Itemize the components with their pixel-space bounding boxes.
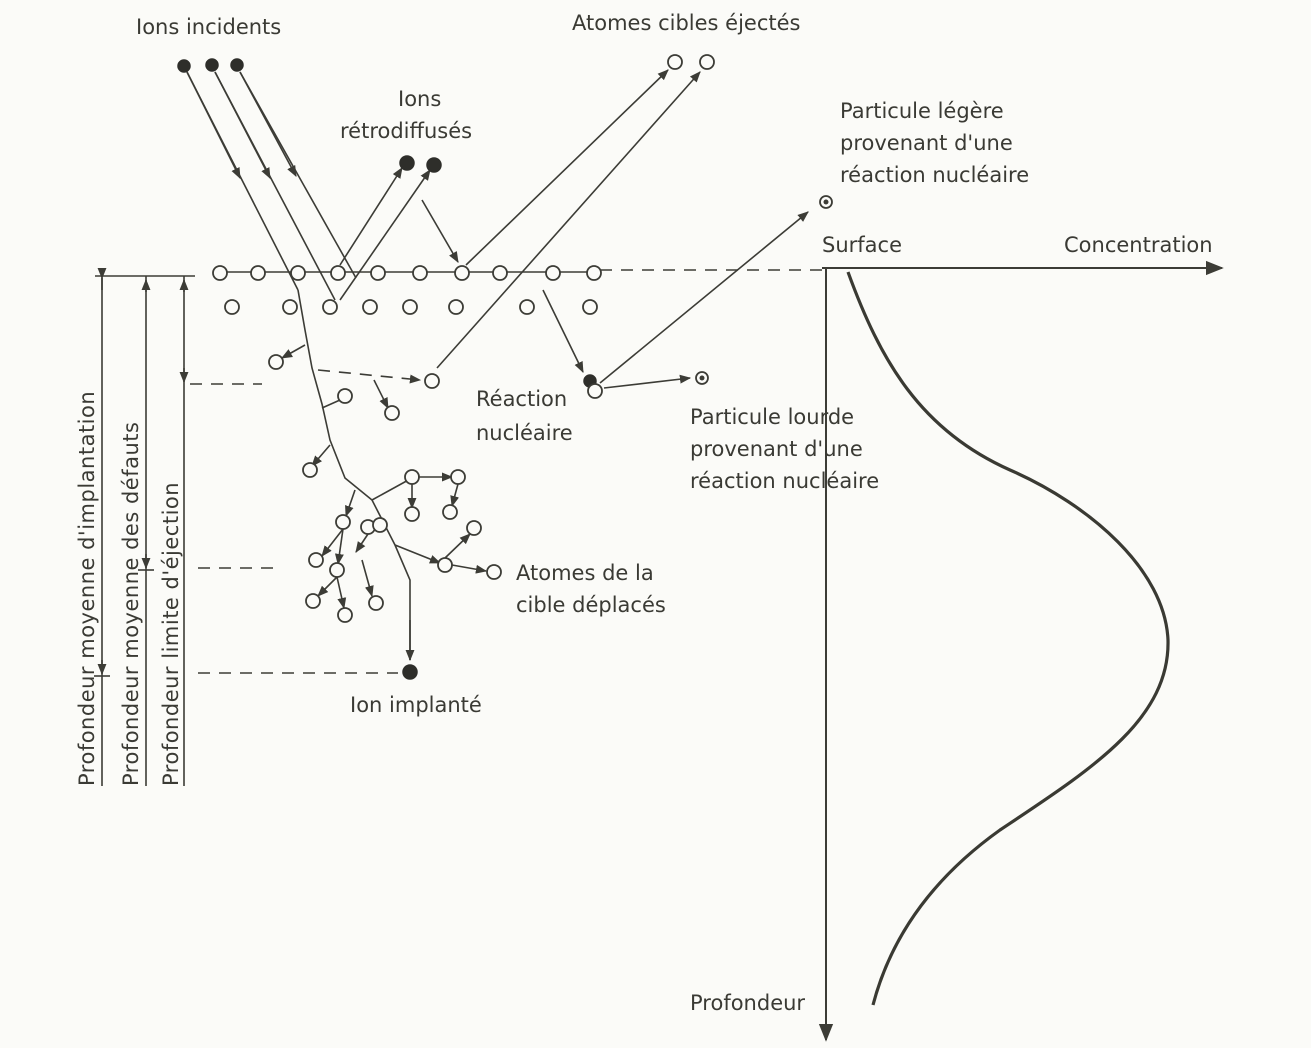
label-backscattered-2: rétrodiffusés [340,119,472,143]
label-surface: Surface [822,233,902,257]
label-reaction-2: nucléaire [476,421,573,445]
backscattered-ions [340,156,458,300]
label-reaction-1: Réaction [476,387,567,411]
ejected-atoms [437,55,714,368]
label-backscattered-1: Ions [398,87,441,111]
label-light-particle-2: provenant d'une [840,131,1013,155]
label-mean-implantation-depth: Profondeur moyenne d'implantation [75,391,99,786]
concentration-profile-curve [848,272,1168,1005]
label-displaced-atoms-2: cible déplacés [516,593,666,617]
concentration-axes [822,268,1222,1040]
label-depth-axis: Profondeur [690,991,805,1015]
label-ejected-atoms: Atomes cibles éjectés [572,11,800,35]
surface-atom-row [213,266,601,280]
label-incident-ions: Ions incidents [136,15,281,39]
label-light-particle-1: Particule légère [840,99,1004,123]
implanted-ion-path [269,290,501,679]
label-concentration: Concentration [1064,233,1213,257]
nuclear-reaction [543,196,832,398]
label-heavy-particle-1: Particule lourde [690,405,854,429]
label-displaced-atoms-1: Atomes de la [516,561,654,585]
label-heavy-particle-3: réaction nucléaire [690,469,879,493]
incident-ions [178,59,356,300]
second-atom-row [225,300,597,314]
label-implanted-ion: Ion implanté [350,693,482,717]
label-mean-defect-depth: Profondeur moyenne des défauts [119,422,143,786]
label-ejection-limit-depth: Profondeur limite d'éjection [159,482,183,786]
label-heavy-particle-2: provenant d'une [690,437,863,461]
label-light-particle-3: réaction nucléaire [840,163,1029,187]
